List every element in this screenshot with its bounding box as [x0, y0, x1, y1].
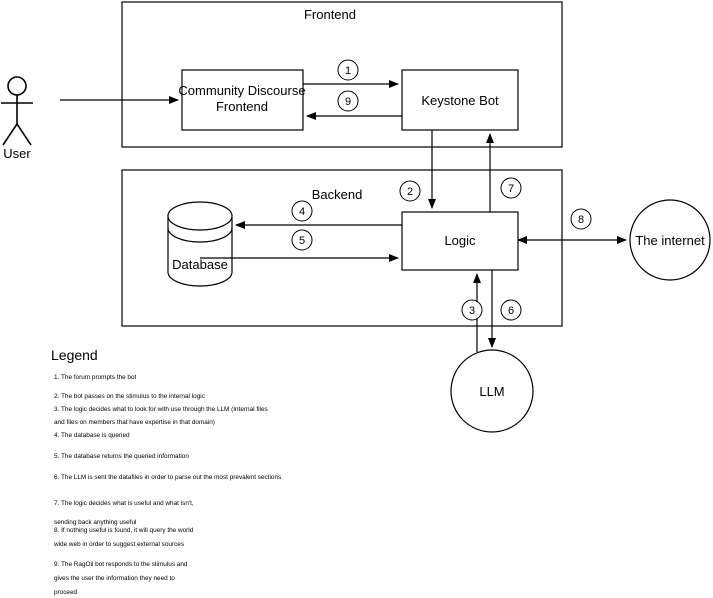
step-badge-3: 3: [461, 299, 483, 321]
legend-line-9b: gives the user the information they need…: [54, 575, 175, 582]
step-badge-7-label: 7: [508, 183, 514, 195]
step-badge-8: 8: [570, 208, 592, 230]
legend-line-8: 8. If nothing useful is found, it will q…: [54, 527, 194, 534]
actor-head-icon: [7, 76, 27, 96]
node-community-discourse-frontend-label-line1: Community Discourse: [178, 83, 305, 98]
legend-line-3: 3. The logic decides what to look for wi…: [54, 406, 268, 413]
step-badge-9: 9: [337, 90, 359, 112]
step-badge-6-label: 6: [508, 305, 514, 317]
step-badge-1-label: 1: [345, 65, 351, 77]
legend-line-9: 9. The RagOil bot responds to the stimul…: [54, 561, 188, 568]
step-badge-5-label: 5: [299, 235, 305, 247]
node-llm[interactable]: LLM: [450, 349, 534, 433]
legend-line-8b: wide web in order to suggest external so…: [53, 541, 184, 548]
step-badge-2: 2: [399, 180, 421, 202]
legend-line-7: 7. The logic decides what is useful and …: [54, 500, 194, 507]
step-badge-3-label: 3: [469, 305, 475, 317]
group-backend-label: Backend: [312, 187, 363, 202]
step-badge-7: 7: [500, 177, 522, 199]
node-community-discourse-frontend[interactable]: Community Discourse Frontend: [178, 69, 306, 131]
group-backend: [121, 169, 563, 327]
legend-line-7b: sending back anything useful: [54, 519, 136, 526]
node-logic-label: Logic: [444, 233, 476, 248]
node-llm-label: LLM: [479, 384, 504, 399]
legend-line-5: 5. The database returns the queried info…: [54, 453, 189, 460]
node-database-label: Database: [172, 257, 228, 272]
node-the-internet[interactable]: The internet: [629, 199, 711, 281]
legend-line-4: 4. The database is queried: [54, 432, 130, 439]
legend-line-2: 2. The bot passes on the stimulus to the…: [54, 393, 206, 400]
legend-title: Legend: [51, 347, 98, 363]
legend-line-6: 6. The LLM is sent the datafiles in orde…: [54, 474, 281, 481]
node-community-discourse-frontend-label-line2: Frontend: [216, 99, 268, 114]
node-logic[interactable]: Logic: [401, 211, 519, 271]
node-the-internet-label: The internet: [635, 233, 705, 248]
step-badge-6: 6: [500, 299, 522, 321]
step-badge-5: 5: [291, 229, 313, 251]
step-badge-4: 4: [291, 200, 313, 222]
step-badge-4-label: 4: [299, 206, 305, 218]
actor-leg-right-icon: [16, 123, 32, 146]
group-frontend: [121, 1, 563, 148]
actor-user: User: [1, 76, 33, 161]
node-database[interactable]: Database: [167, 201, 233, 287]
legend-line-3b: and files on members that have expertise…: [54, 419, 215, 426]
node-keystone-bot-label: Keystone Bot: [421, 93, 499, 108]
step-badge-8-label: 8: [578, 214, 584, 226]
group-frontend-label: Frontend: [304, 7, 356, 22]
step-badge-9-label: 9: [345, 96, 351, 108]
node-keystone-bot[interactable]: Keystone Bot: [401, 69, 519, 131]
actor-leg-left-icon: [2, 123, 18, 146]
actor-user-label: User: [3, 146, 31, 161]
step-badge-1: 1: [337, 59, 359, 81]
legend-line-1: 1. The forum prompts the bot: [54, 374, 137, 381]
step-badge-2-label: 2: [407, 186, 413, 198]
legend-line-9c: proceed: [54, 589, 78, 596]
